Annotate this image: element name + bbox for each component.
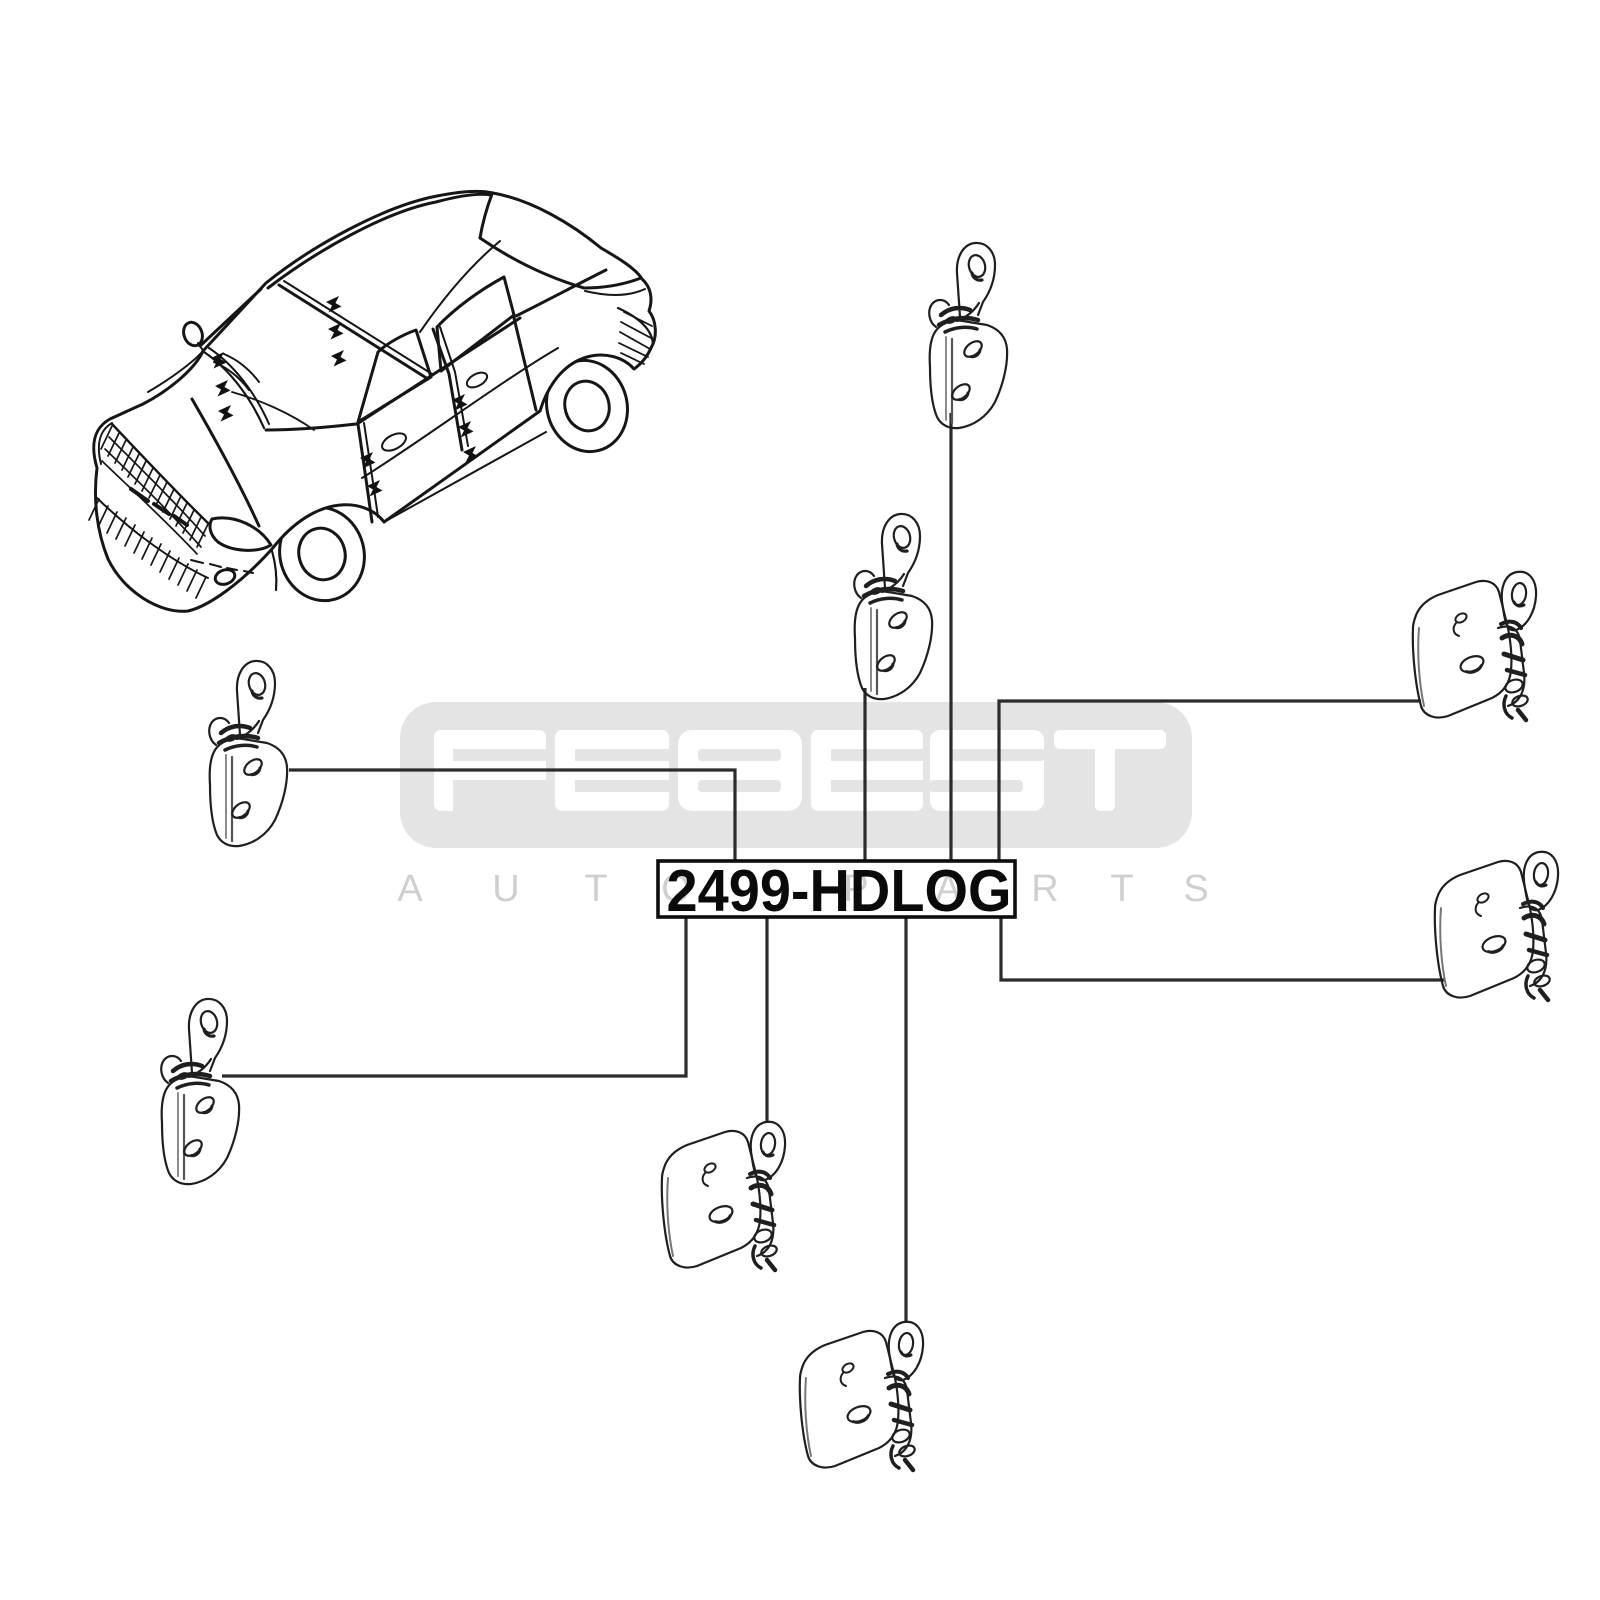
svg-text:T: T (1110, 868, 1133, 910)
svg-text:O: O (661, 868, 691, 910)
svg-text:T: T (584, 868, 607, 910)
svg-text:S: S (1183, 868, 1208, 910)
svg-text:A: A (935, 868, 961, 910)
svg-text:R: R (1031, 868, 1058, 910)
svg-text:A: A (397, 868, 423, 910)
svg-text:P: P (843, 868, 868, 910)
svg-text:U: U (492, 868, 519, 910)
svg-text:2499-HDLOG: 2499-HDLOG (667, 858, 1012, 924)
